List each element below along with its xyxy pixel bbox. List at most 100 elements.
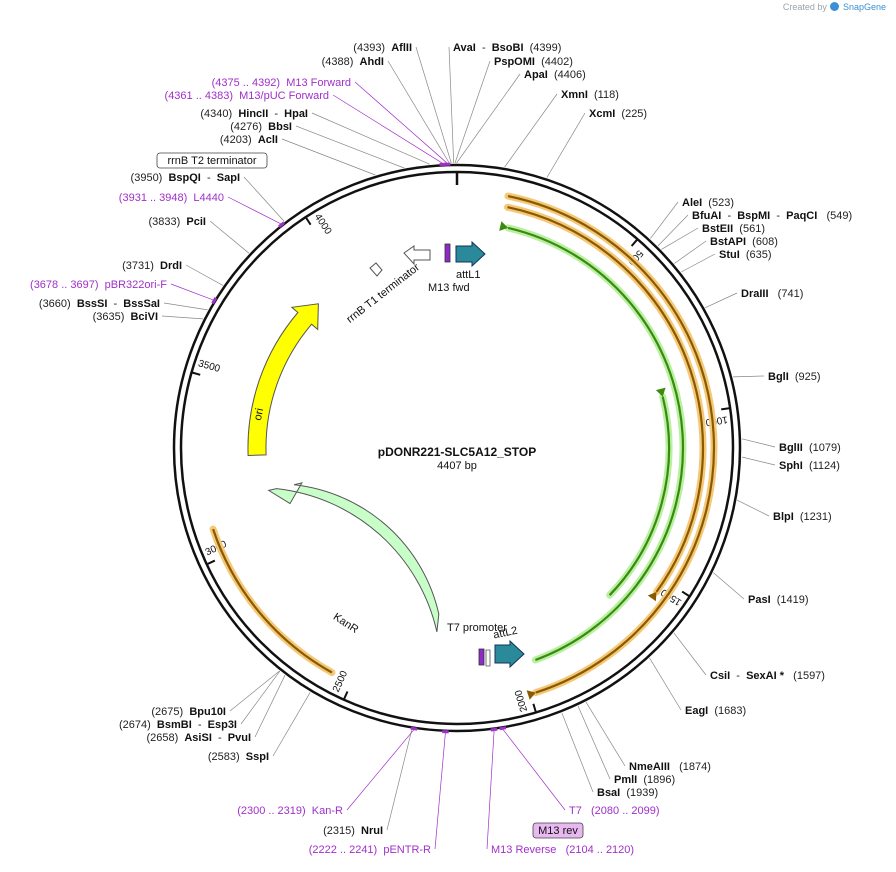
enzyme-label-nmeaiii[interactable]: NmeAIII (1874) bbox=[629, 761, 711, 773]
primer-mark-kan-r[interactable] bbox=[411, 728, 417, 729]
enzyme-label-part: BstAPI bbox=[710, 236, 746, 248]
leader-bsteii bbox=[661, 228, 698, 249]
enzyme-label-bglii[interactable]: BglII (1079) bbox=[779, 442, 841, 454]
enzyme-label-part: (3731) bbox=[122, 260, 160, 272]
enzyme-label-ava-bsobi[interactable]: AvaI - BsoBI (4399) bbox=[453, 42, 561, 54]
enzyme-label-part: BglI bbox=[768, 371, 789, 383]
leader-nmeaiii bbox=[586, 702, 625, 766]
enzyme-label-pspomi[interactable]: PspOMI (4402) bbox=[494, 56, 573, 68]
enzyme-label-xcmi[interactable]: XcmI (225) bbox=[589, 108, 647, 120]
leader-pcii bbox=[210, 221, 249, 253]
enzyme-label-part: (4340) bbox=[200, 108, 238, 120]
enzyme-label-part: BspQI bbox=[168, 172, 200, 184]
primer-label-m13-forward[interactable]: (4375 .. 4392) M13 Forward bbox=[212, 77, 351, 89]
enzyme-label-bcivi[interactable]: (3635) BciVI bbox=[93, 311, 158, 323]
primer-label-t7[interactable]: T7 (2080 .. 2099) bbox=[569, 805, 660, 817]
enzyme-label-bsai[interactable]: BsaI (1939) bbox=[597, 787, 658, 799]
leader-pbr322ori-f bbox=[171, 284, 213, 300]
m13-fwd-site[interactable] bbox=[445, 244, 450, 262]
orf-left-arc[interactable] bbox=[213, 529, 332, 672]
enzyme-label-aflii[interactable]: (4393) AflII bbox=[353, 42, 412, 54]
enzyme-label-sspi[interactable]: (2583) SspI bbox=[208, 751, 269, 763]
green-inner-arc-glow bbox=[610, 397, 669, 596]
enzyme-label-bbsi[interactable]: (4276) BbsI bbox=[230, 121, 292, 133]
enzyme-label-bpu10i[interactable]: (2675) Bpu10I bbox=[151, 706, 226, 718]
leader-eagi bbox=[650, 658, 681, 710]
kanr-feature[interactable] bbox=[269, 483, 439, 632]
leader-pentr-r bbox=[435, 733, 445, 849]
enzyme-label-bsmbi[interactable]: (2674) BsmBI - Esp3I bbox=[119, 719, 237, 731]
enzyme-label-draiii[interactable]: DraIII (741) bbox=[741, 288, 803, 300]
primer-mark-t7[interactable] bbox=[500, 728, 506, 729]
enzyme-label-bsteii[interactable]: BstEII (561) bbox=[702, 223, 765, 235]
enzyme-label-part: AsiSI bbox=[184, 732, 212, 744]
enzyme-label-part: (3833) bbox=[149, 216, 187, 228]
enzyme-label-part: (4399) bbox=[524, 42, 562, 54]
leader-bsai bbox=[562, 713, 593, 792]
enzyme-label-pmli[interactable]: PmlI (1896) bbox=[614, 774, 675, 786]
leader-nrui bbox=[387, 729, 412, 830]
kanr-label: KanR bbox=[331, 611, 361, 636]
enzyme-label-apai[interactable]: ApaI (4406) bbox=[524, 69, 586, 81]
primer-label-m13-puc-forward[interactable]: (4361 .. 4383) M13/pUC Forward bbox=[165, 90, 329, 102]
enzyme-label-xmni[interactable]: XmnI (118) bbox=[561, 89, 619, 101]
m13-rev-site[interactable] bbox=[479, 649, 484, 665]
enzyme-label-csii[interactable]: CsiI - SexAI * (1597) bbox=[710, 670, 825, 682]
enzyme-label-part: AvaI bbox=[453, 42, 476, 54]
enzyme-label-ahdi[interactable]: (4388) AhdI bbox=[322, 56, 384, 68]
ori-feature[interactable] bbox=[248, 304, 318, 456]
leader-alei bbox=[650, 202, 678, 239]
enzyme-label-stui[interactable]: StuI (635) bbox=[719, 249, 772, 261]
enzyme-label-asisi[interactable]: (2658) AsiSI - PvuI bbox=[146, 732, 251, 744]
leader-draiii bbox=[705, 293, 737, 308]
enzyme-label-part: Esp3I bbox=[208, 719, 237, 731]
enzyme-label-part: SspI bbox=[246, 751, 269, 763]
enzyme-label-pasi[interactable]: PasI (1419) bbox=[748, 594, 809, 606]
enzyme-label-bgli[interactable]: BglI (925) bbox=[768, 371, 821, 383]
m13-rev-label: M13 rev bbox=[538, 825, 578, 837]
enzyme-label-pcii[interactable]: (3833) PciI bbox=[149, 216, 207, 228]
leader-apai bbox=[457, 74, 520, 163]
enzyme-label-sphi[interactable]: SphI (1124) bbox=[779, 460, 840, 472]
primer-mark-m13-reverse[interactable] bbox=[491, 729, 498, 730]
primer-label-pbr322ori-f[interactable]: (3678 .. 3697) pBR322ori-F bbox=[30, 279, 167, 291]
enzyme-label-part: (2675) bbox=[151, 706, 189, 718]
enzyme-label-eagi[interactable]: EagI (1683) bbox=[685, 705, 746, 717]
enzyme-label-blpi[interactable]: BlpI (1231) bbox=[773, 511, 832, 523]
enzyme-label-part: (635) bbox=[740, 249, 772, 261]
enzyme-label-drdi[interactable]: (3731) DrdI bbox=[122, 260, 182, 272]
primer-label-l4440[interactable]: (3931 .. 3948) L4440 bbox=[119, 192, 224, 204]
leader-bbsi bbox=[296, 126, 404, 168]
enzyme-label-hincii-hpai[interactable]: (4340) HincII - HpaI bbox=[200, 108, 308, 120]
enzyme-label-alei[interactable]: AleI (523) bbox=[682, 197, 734, 209]
rrnb-t1-terminator-icon[interactable] bbox=[370, 263, 382, 276]
primer-label-kan-r[interactable]: (2300 .. 2319) Kan-R bbox=[237, 805, 343, 817]
enzyme-label-nrui[interactable]: (2315) NruI bbox=[323, 825, 383, 837]
enzyme-label-part: BstEII bbox=[702, 223, 733, 235]
enzyme-label-bspqi-sapi[interactable]: (3950) BspQI - SapI bbox=[131, 172, 240, 184]
enzyme-label-bfuai[interactable]: BfuAI - BspMI - PaqCI (549) bbox=[692, 210, 852, 222]
enzyme-label-part: PspOMI bbox=[494, 56, 535, 68]
enzyme-label-part: (4388) bbox=[322, 56, 360, 68]
enzyme-label-bstapi[interactable]: BstAPI (608) bbox=[710, 236, 778, 248]
leader-ava-bsobi bbox=[449, 47, 454, 163]
enzyme-label-part: (1874) bbox=[670, 761, 711, 773]
leader-m13-forward bbox=[355, 82, 447, 163]
enzyme-label-part: (2583) bbox=[208, 751, 246, 763]
enzyme-label-part: SexAI * bbox=[746, 670, 785, 682]
enzyme-label-part: DraIII bbox=[741, 288, 769, 300]
rrnb-t1-arrow-icon[interactable] bbox=[404, 246, 430, 264]
enzyme-label-part: (4393) bbox=[353, 42, 391, 54]
primer-label-pentr-r[interactable]: (2222 .. 2241) pENTR-R bbox=[309, 844, 431, 856]
t7-promoter-icon[interactable] bbox=[486, 650, 490, 666]
enzyme-label-acli[interactable]: (4203) AclI bbox=[220, 134, 278, 146]
enzyme-label-part: DrdI bbox=[160, 260, 182, 272]
tick-mark-2000 bbox=[533, 704, 535, 712]
attl2-feature[interactable] bbox=[495, 641, 524, 667]
enzyme-label-part: (1683) bbox=[708, 705, 746, 717]
primer-label-m13-reverse[interactable]: M13 Reverse (2104 .. 2120) bbox=[491, 844, 634, 856]
enzyme-label-part: (4406) bbox=[548, 69, 586, 81]
enzyme-label-bsssi[interactable]: (3660) BssSI - BssSaI bbox=[39, 298, 160, 310]
attl1-feature[interactable] bbox=[456, 242, 485, 266]
